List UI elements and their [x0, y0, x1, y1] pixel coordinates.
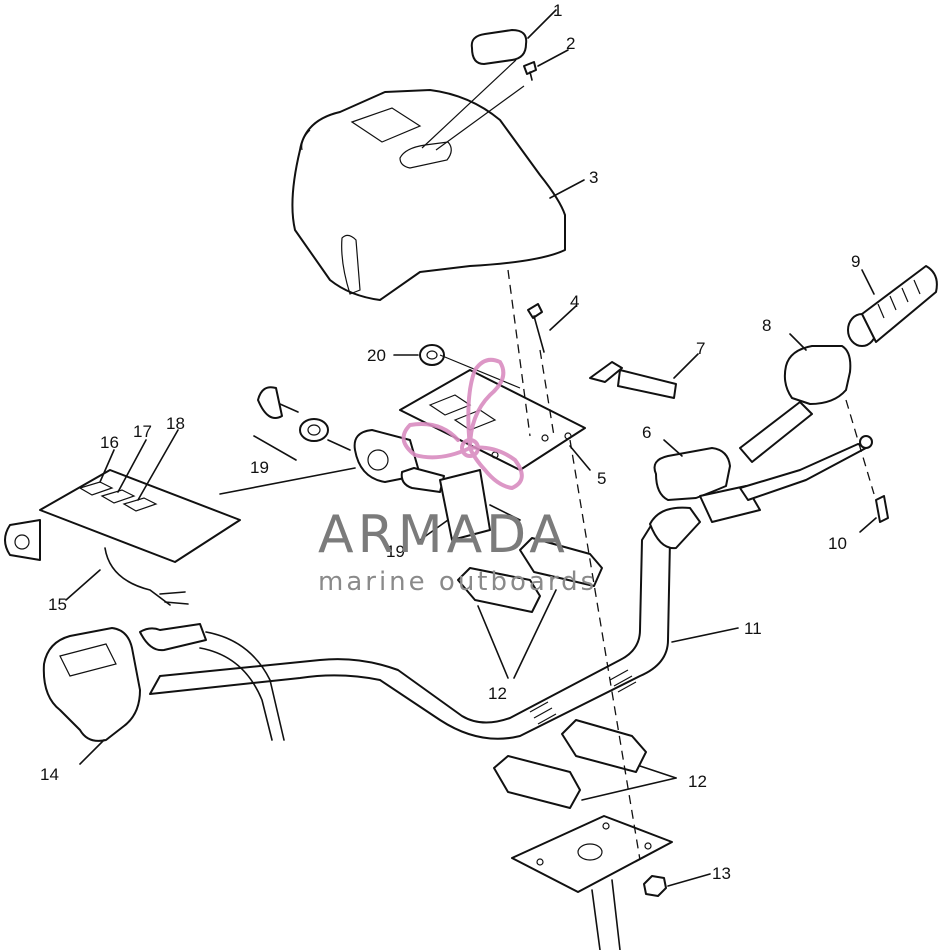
- watermark-logo: [401, 357, 524, 491]
- watermark-title: ARMADA: [318, 505, 569, 565]
- part-washer: [419, 344, 445, 366]
- callout-5: 5: [597, 469, 606, 488]
- callout-18: 18: [166, 414, 185, 433]
- part-key: [589, 361, 677, 399]
- callout-4: 4: [570, 292, 579, 311]
- callout-6: 6: [642, 423, 651, 442]
- part-mount-bracket: [353, 369, 586, 483]
- callout-17: 17: [133, 422, 152, 441]
- callout-15: 15: [48, 595, 67, 614]
- part-nut: [643, 875, 667, 897]
- part-clamp-lower: [493, 719, 647, 809]
- part-screw-right: [875, 495, 889, 523]
- callout-14: 14: [40, 765, 59, 784]
- callout-11: 11: [744, 619, 762, 638]
- watermark-subtitle: marine outboards: [318, 567, 597, 597]
- callout-13: 13: [712, 864, 731, 883]
- callout-3: 3: [589, 168, 598, 187]
- part-throttle-housing: [783, 345, 852, 405]
- callout-1: 1: [553, 1, 562, 20]
- part-clamp-upper: [457, 537, 603, 613]
- callout-8: 8: [762, 316, 771, 335]
- part-cap: [470, 29, 528, 65]
- watermark: ARMADA marine outboards: [318, 357, 597, 597]
- callout-7: 7: [696, 339, 705, 358]
- callout-10: 10: [828, 534, 847, 553]
- part-switch-panel: [4, 469, 241, 606]
- part-brake-lever: [739, 435, 873, 501]
- part-screw-long: [527, 303, 545, 353]
- part-handlebar: [149, 401, 813, 740]
- callout-20: 20: [367, 346, 386, 365]
- callout-16: 16: [100, 433, 119, 452]
- callout-19-lower: 19: [386, 542, 405, 561]
- callout-12-upper: 12: [488, 684, 507, 703]
- part-grommet-upper: [257, 386, 329, 442]
- part-stem-plate: [511, 815, 673, 950]
- callout-labels: 1 2 3 4 5 6 7 8 9 10 11 12 12 13 14 15 1…: [40, 1, 860, 883]
- callout-19-upper: 19: [250, 458, 269, 477]
- callout-12-lower: 12: [688, 772, 707, 791]
- part-grip: [847, 265, 938, 347]
- callout-9: 9: [851, 252, 860, 271]
- part-screw-small: [523, 61, 537, 81]
- leader-lines: [65, 9, 877, 887]
- part-pod-cover: [291, 89, 566, 301]
- part-control-housing: [42, 623, 285, 742]
- callout-2: 2: [566, 34, 575, 53]
